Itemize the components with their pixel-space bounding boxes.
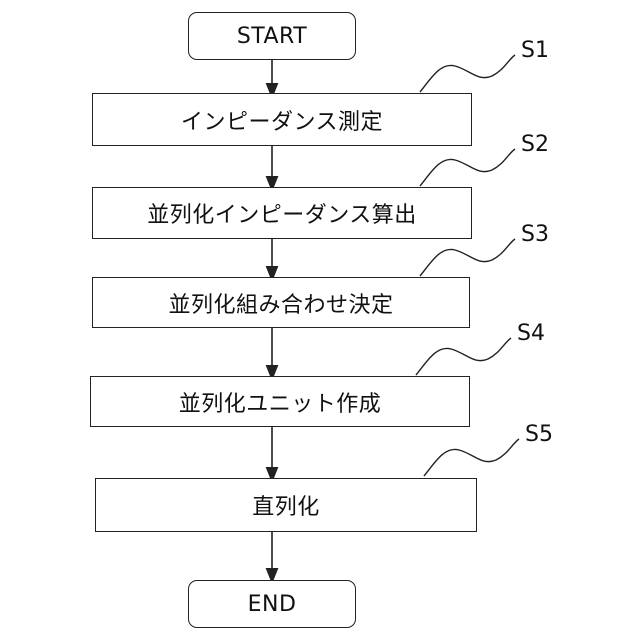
step-box-s3: 並列化組み合わせ決定 [92, 277, 470, 328]
end-terminal: END [188, 580, 356, 628]
step-label-s1: S1 [521, 38, 549, 63]
step-text-s2: 並列化インピーダンス算出 [147, 197, 417, 229]
start-label: START [237, 24, 307, 49]
step-box-s5: 直列化 [95, 478, 477, 532]
start-terminal: START [188, 12, 356, 60]
step-label-s2: S2 [521, 132, 549, 157]
step-box-s2: 並列化インピーダンス算出 [92, 187, 472, 239]
leader-line-s3 [420, 239, 515, 276]
step-text-s4: 並列化ユニット作成 [179, 386, 382, 418]
step-label-s5: S5 [525, 422, 553, 447]
step-box-s4: 並列化ユニット作成 [90, 376, 470, 427]
step-text-s5: 直列化 [252, 489, 320, 521]
leader-line-s4 [416, 338, 511, 375]
leader-line-s2 [420, 149, 515, 186]
end-label: END [248, 592, 297, 617]
step-label-s4: S4 [517, 321, 545, 346]
leader-line-s5 [424, 439, 519, 476]
step-box-s1: インピーダンス測定 [92, 93, 472, 146]
step-label-s3: S3 [521, 222, 549, 247]
step-text-s3: 並列化組み合わせ決定 [168, 287, 393, 319]
leader-line-s1 [420, 55, 515, 92]
step-text-s1: インピーダンス測定 [181, 104, 383, 136]
